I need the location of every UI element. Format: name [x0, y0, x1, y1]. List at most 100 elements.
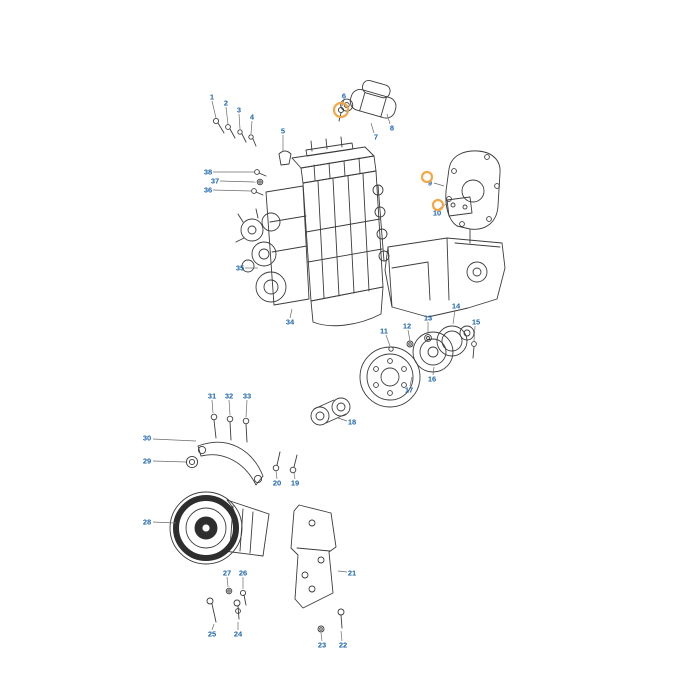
callout-number[interactable]: 33 [243, 392, 251, 401]
callout-leader-line [320, 632, 323, 642]
callout-3[interactable]: 3 [237, 106, 241, 130]
callout-8[interactable]: 8 [386, 113, 394, 133]
callout-number[interactable]: 23 [318, 641, 326, 650]
callout-number[interactable]: 16 [428, 375, 436, 384]
callout-number[interactable]: 2 [224, 99, 228, 108]
highlight-ring [420, 170, 434, 184]
callout-number[interactable]: 6 [342, 92, 346, 101]
callout-number[interactable]: 12 [403, 322, 411, 331]
transmission-housing-drawing [384, 229, 506, 318]
callout-5[interactable]: 5 [281, 127, 285, 153]
callout-36[interactable]: 36 [204, 186, 252, 195]
callout-number[interactable]: 14 [452, 302, 461, 311]
callout-34[interactable]: 34 [286, 308, 295, 327]
callout-number[interactable]: 4 [250, 113, 255, 122]
callout-leader-line [152, 521, 177, 524]
callout-leader-line [337, 570, 348, 573]
callout-leader-line [289, 308, 293, 319]
callout-number[interactable]: 18 [348, 418, 356, 427]
callout-leader-line [473, 325, 476, 342]
callout-number[interactable]: 25 [208, 630, 216, 639]
callout-38[interactable]: 38 [204, 168, 254, 177]
callout-number[interactable]: 8 [390, 124, 394, 133]
callout-number[interactable]: 31 [208, 392, 216, 401]
callout-21[interactable]: 21 [337, 569, 356, 578]
callout-28[interactable]: 28 [143, 518, 177, 527]
callout-7[interactable]: 7 [370, 122, 378, 142]
callout-number[interactable]: 37 [211, 177, 219, 186]
callout-leader-line [293, 472, 296, 480]
callout-12[interactable]: 12 [403, 322, 411, 342]
callout-number[interactable]: 27 [223, 569, 231, 578]
callout-17[interactable]: 17 [405, 376, 413, 395]
flywheel-clutch-drawing [359, 325, 477, 408]
callout-2[interactable]: 2 [224, 99, 229, 125]
callout-22[interactable]: 22 [339, 630, 347, 650]
callout-20[interactable]: 20 [273, 470, 281, 488]
callout-number[interactable]: 30 [143, 434, 151, 443]
callout-number[interactable]: 29 [143, 457, 151, 466]
callout-37[interactable]: 37 [211, 177, 257, 186]
callout-31[interactable]: 31 [208, 392, 216, 414]
callout-number[interactable]: 10 [433, 209, 441, 218]
left-fasteners-drawing [251, 169, 267, 196]
callout-leader-line [433, 182, 445, 187]
callout-number[interactable]: 1 [210, 93, 214, 102]
callout-number[interactable]: 9 [428, 179, 432, 188]
callout-11[interactable]: 11 [380, 327, 391, 347]
callout-number[interactable]: 7 [374, 133, 378, 142]
callout-4[interactable]: 4 [250, 113, 255, 135]
callout-leader-line [225, 106, 229, 125]
callout-leader-line [407, 329, 411, 342]
callout-number[interactable]: 5 [281, 127, 285, 136]
callout-27[interactable]: 27 [223, 569, 231, 588]
callout-23[interactable]: 23 [318, 632, 326, 650]
engine-assembly-art [169, 79, 506, 633]
callout-19[interactable]: 19 [291, 472, 299, 488]
callout-leader-line [245, 399, 248, 418]
callout-number[interactable]: 36 [204, 186, 212, 195]
callout-number[interactable]: 24 [234, 630, 243, 639]
callout-number[interactable]: 13 [424, 314, 432, 323]
callout-9[interactable]: 9 [428, 179, 445, 188]
callout-15[interactable]: 15 [472, 318, 480, 342]
callout-number[interactable]: 22 [339, 641, 347, 650]
callout-26[interactable]: 26 [239, 569, 247, 590]
callout-24[interactable]: 24 [234, 622, 243, 639]
callout-number[interactable]: 20 [273, 479, 281, 488]
engine-block-drawing [235, 136, 390, 327]
callout-leader-line [409, 376, 413, 387]
callout-1[interactable]: 1 [210, 93, 217, 119]
callout-number[interactable]: 19 [291, 479, 299, 488]
callout-leader-line [386, 113, 391, 125]
cover-bolts-drawing [210, 413, 250, 443]
support-bracket-drawing [446, 196, 473, 217]
callout-35[interactable]: 35 [236, 264, 258, 273]
callout-13[interactable]: 13 [424, 314, 432, 335]
callout-32[interactable]: 32 [225, 392, 233, 416]
callout-leader-line [452, 309, 456, 325]
callout-leader-line [250, 120, 253, 135]
callout-leader-line [340, 630, 343, 642]
callout-16[interactable]: 16 [428, 366, 436, 384]
callout-number[interactable]: 34 [286, 318, 295, 327]
callout-number[interactable]: 21 [348, 569, 356, 578]
callout-number[interactable]: 38 [204, 168, 212, 177]
highlight-ring [332, 101, 350, 119]
callout-number[interactable]: 11 [380, 327, 388, 336]
callout-25[interactable]: 25 [208, 623, 216, 639]
callout-number[interactable]: 3 [237, 106, 241, 115]
callout-number[interactable]: 15 [472, 318, 480, 327]
callout-number[interactable]: 17 [405, 386, 413, 395]
callout-30[interactable]: 30 [143, 434, 197, 443]
callout-leader-line [211, 399, 214, 414]
highlight-ring [431, 198, 445, 212]
callout-number[interactable]: 28 [143, 518, 151, 527]
callout-33[interactable]: 33 [243, 392, 251, 418]
callout-number[interactable]: 35 [236, 264, 244, 273]
callout-29[interactable]: 29 [143, 457, 187, 466]
callout-number[interactable]: 32 [225, 392, 233, 401]
callout-number[interactable]: 26 [239, 569, 247, 578]
callout-18[interactable]: 18 [337, 418, 356, 427]
callout-14[interactable]: 14 [452, 302, 461, 325]
